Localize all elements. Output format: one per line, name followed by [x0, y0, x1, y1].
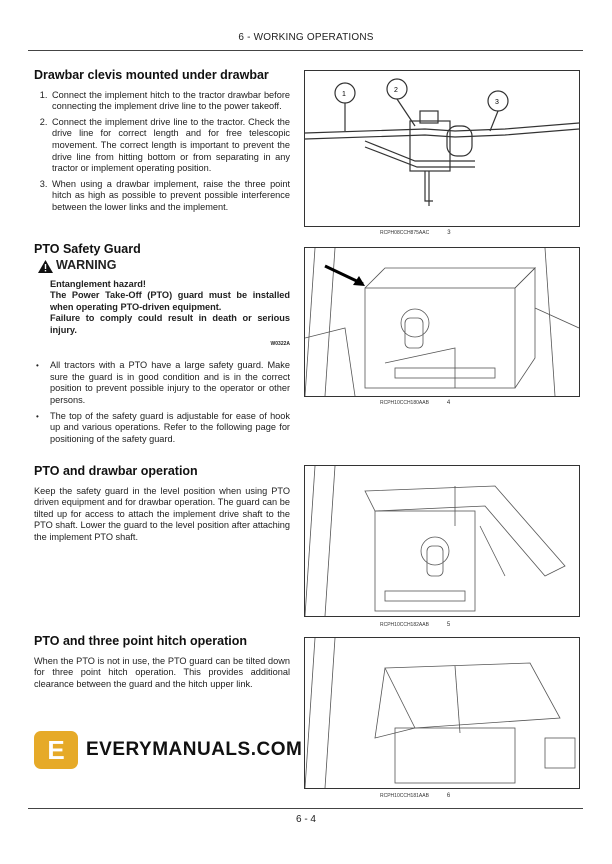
- figure-pto-guard-tilted-down: [304, 637, 580, 789]
- bullet-list: All tractors with a PTO have a large saf…: [34, 360, 290, 445]
- section-pto-three-point: PTO and three point hitch operation When…: [34, 634, 290, 690]
- figure-caption: RCPH10CCH180AAB 4: [380, 400, 450, 406]
- pto-guard-down-illustration: [305, 638, 576, 788]
- callout-3: 3: [495, 99, 499, 106]
- section-title: PTO and drawbar operation: [34, 464, 198, 478]
- watermark-area: E EVERYMANUALS.COM: [34, 728, 302, 772]
- section-title: PTO and three point hitch operation: [34, 634, 247, 648]
- pto-guard-up-illustration: [305, 466, 566, 616]
- figure-drawbar-clevis: 1 2 3: [304, 70, 580, 227]
- paragraph: When the PTO is not in use, the PTO guar…: [34, 655, 290, 689]
- warning-text: Entanglement hazard! The Power Take-Off …: [50, 279, 290, 351]
- paragraph: Keep the safety guard in the level posit…: [34, 485, 290, 542]
- step: When using a drawbar implement, raise th…: [50, 179, 290, 214]
- figure-code: RCPH10CCH181AAB: [380, 793, 429, 799]
- pto-guard-illustration: [305, 248, 579, 396]
- figure-caption: RCPH10CCH181AAB 6: [380, 793, 450, 799]
- warning-code: W0322A: [270, 340, 290, 347]
- figure-pto-guard-level: [304, 247, 580, 397]
- figure-caption: RCPH08CCH875AAC 3: [380, 230, 451, 236]
- figure-number: 3: [447, 230, 451, 236]
- section-drawbar-clevis: Drawbar clevis mounted under drawbar Con…: [34, 68, 290, 218]
- warning-line: The Power Take-Off (PTO) guard must be i…: [50, 290, 290, 312]
- section-pto-safety-guard: PTO Safety Guard WARNING Entanglement ha…: [34, 242, 290, 449]
- figure-code: RCPH10CCH180AAB: [380, 400, 429, 406]
- warning-label: WARNING: [56, 258, 117, 273]
- callout-2: 2: [394, 87, 398, 94]
- header-rule: [28, 50, 583, 51]
- steps-list: Connect the implement hitch to the tract…: [34, 90, 290, 214]
- warning-line: Failure to comply could result in death …: [50, 313, 290, 335]
- bullet: The top of the safety guard is adjustabl…: [36, 411, 290, 446]
- figure-number: 4: [446, 400, 451, 406]
- section-title: PTO Safety Guard: [34, 242, 141, 256]
- warning-triangle-icon: [38, 259, 53, 273]
- bullet: All tractors with a PTO have a large saf…: [36, 360, 290, 406]
- figure-code: RCPH08CCH875AAC: [380, 230, 430, 236]
- page-number: 6 - 4: [295, 814, 316, 825]
- figure-number: 6: [446, 793, 451, 799]
- page-header: 6 - WORKING OPERATIONS: [238, 32, 374, 43]
- drawbar-illustration: 1 2 3: [305, 78, 579, 206]
- warning-line: Entanglement hazard!: [50, 278, 146, 289]
- figure-number: 5: [446, 622, 451, 628]
- figure-code: RCPH10CCH182AAB: [380, 622, 429, 628]
- step: Connect the implement hitch to the tract…: [50, 90, 290, 113]
- section-pto-drawbar: PTO and drawbar operation Keep the safet…: [34, 464, 290, 544]
- step: Connect the implement drive line to the …: [50, 117, 290, 175]
- warning-heading: WARNING: [38, 258, 290, 273]
- watermark: EVERYMANUALS.COM: [86, 739, 303, 760]
- figure-caption: RCPH10CCH182AAB 5: [380, 622, 450, 628]
- section-title: Drawbar clevis mounted under drawbar: [34, 68, 269, 82]
- footer-rule: [28, 808, 583, 809]
- watermark-logo: E: [34, 731, 78, 769]
- figure-pto-guard-tilted-up: [304, 465, 580, 617]
- callout-1: 1: [342, 91, 346, 98]
